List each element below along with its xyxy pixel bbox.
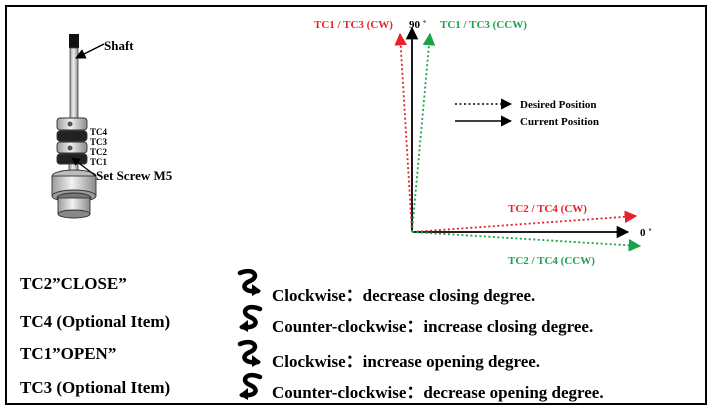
tc2-label: TC2 — [90, 147, 108, 157]
tc1-tc3-cw-label: TC1 / TC3 (CW) — [314, 19, 393, 31]
set-screw-label: Set Screw M5 — [96, 168, 173, 183]
instruction-label-tc2: TC2”CLOSE” — [20, 274, 127, 293]
instruction-text-tc3: Counter-clockwise：decrease opening degre… — [272, 383, 604, 402]
tc2-tc4-cw-label: TC2 / TC4 (CW) — [508, 203, 587, 215]
legend-desired-label: Desired Position — [520, 99, 597, 111]
angle-diagram: TC1 / TC3 (CW) 90 ˚ TC1 / TC3 (CCW) Desi… — [314, 19, 652, 267]
instruction-label-tc3: TC3 (Optional Item) — [20, 378, 171, 397]
tc1-tc3-ccw-label: TC1 / TC3 (CCW) — [440, 19, 527, 31]
clockwise-turn-icon — [237, 339, 261, 367]
legend-current-label: Current Position — [520, 116, 599, 128]
set-screw-callout-line — [71, 157, 97, 177]
shaft-base — [51, 169, 97, 219]
tc1-tc3-ccw-arrow — [411, 32, 436, 233]
tc3-label: TC3 — [90, 137, 108, 147]
instruction-text-tc2: Clockwise：decrease closing degree. — [272, 286, 536, 305]
counterclockwise-turn-icon — [239, 372, 263, 400]
instruction-label-tc1: TC1”OPEN” — [20, 344, 117, 363]
instruction-text-tc4: Counter-clockwise：increase closing degre… — [272, 317, 594, 336]
shaft-callout-line — [75, 43, 105, 59]
tc2-tc4-cw-arrow — [411, 210, 638, 233]
shaft-label: Shaft — [104, 38, 134, 53]
instruction-text-tc1: Clockwise：increase opening degree. — [272, 352, 541, 371]
figure-frame — [5, 5, 707, 405]
instruction-label-tc4: TC4 (Optional Item) — [20, 312, 171, 331]
deg-0-label: 0 ˚ — [640, 227, 652, 239]
shaft-illustration: Shaft TC4 TC3 TC2 TC1 Set Screw M5 — [51, 34, 173, 219]
cam-stack — [56, 117, 88, 165]
clockwise-turn-icon — [237, 268, 261, 296]
tc1-label: TC1 — [90, 157, 108, 167]
deg-90-label: 90 ˚ — [409, 19, 426, 31]
tc4-label: TC4 — [90, 127, 108, 137]
counterclockwise-turn-icon — [239, 304, 263, 332]
shaft-tip — [69, 34, 79, 48]
tc2-tc4-ccw-arrow — [411, 231, 642, 252]
tc1-tc3-cw-arrow — [394, 32, 413, 233]
shaft-body — [69, 47, 79, 121]
tc2-tc4-ccw-label: TC2 / TC4 (CCW) — [508, 255, 595, 267]
